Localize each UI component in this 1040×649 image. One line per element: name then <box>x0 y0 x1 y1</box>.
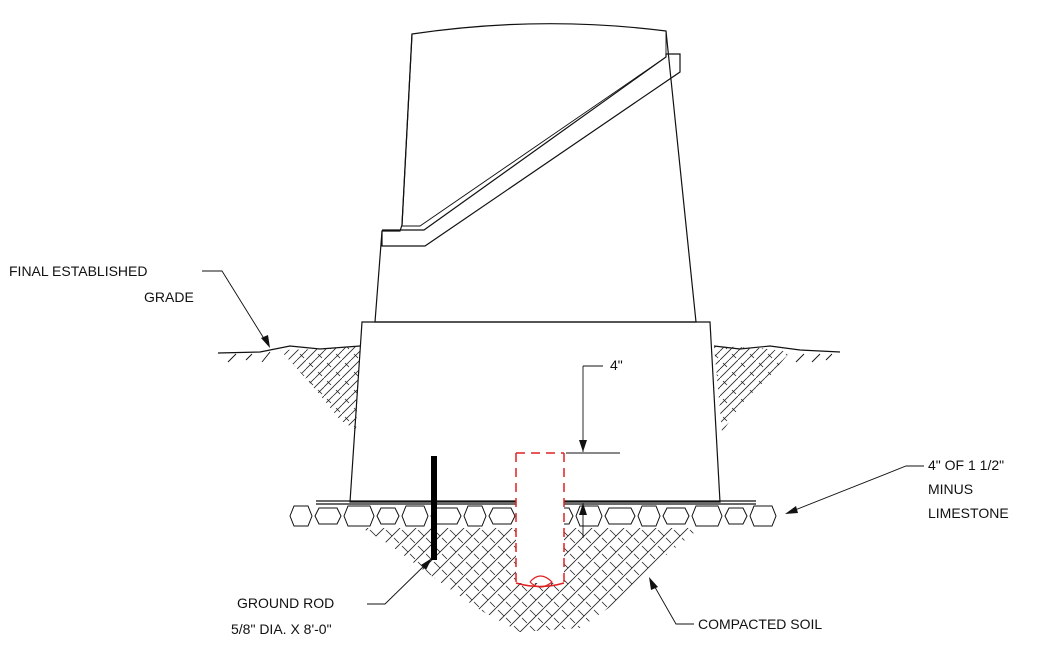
compacted-soil-label: COMPACTED SOIL <box>698 616 822 632</box>
ground-rod-label-line2: 5/8" DIA. X 8'-0" <box>231 621 332 637</box>
dimension-arrow-up <box>579 503 587 515</box>
concrete-base <box>349 321 721 503</box>
limestone-stone <box>376 507 400 525</box>
ground-rod-arrow <box>421 558 432 570</box>
limestone-stone <box>463 505 487 527</box>
limestone-label-line3: LIMESTONE <box>928 505 1009 521</box>
callout-compacted-soil: COMPACTED SOIL <box>649 577 822 632</box>
limestone-stone <box>637 505 661 527</box>
final-grade-label-line1: FINAL ESTABLISHED <box>9 263 147 279</box>
limestone-stone <box>575 505 603 527</box>
grade-right <box>713 345 841 432</box>
limestone-stone <box>604 507 636 525</box>
callout-limestone: 4" OF 1 1/2" MINUS LIMESTONE <box>785 457 1009 521</box>
limestone-stone <box>488 507 516 525</box>
conduit <box>515 452 565 588</box>
compacted-soil-leader <box>651 581 694 625</box>
compacted-soil-arrow <box>649 577 658 590</box>
limestone-stone <box>401 505 429 527</box>
callout-ground-rod: GROUND ROD 5/8" DIA. X 8'-0" <box>231 558 432 637</box>
final-grade-arrow <box>261 335 270 348</box>
limestone-stone <box>662 507 690 525</box>
grade-ticks-left <box>227 351 271 363</box>
dimension-4in: 4" <box>566 357 623 538</box>
cabinet-diagonal-ledge <box>381 53 681 247</box>
ground-rod <box>431 456 437 560</box>
soil-hatch-right <box>714 346 790 432</box>
base-outline <box>349 321 721 503</box>
final-grade-label-line2: GRADE <box>144 289 194 305</box>
limestone-stone <box>691 505 723 527</box>
limestone-stone <box>343 505 375 527</box>
dimension-arrow-down <box>579 440 587 452</box>
limestone-label-line2: MINUS <box>928 481 973 497</box>
conduit-dashed-outline <box>515 452 565 583</box>
grade-ticks-right <box>795 353 833 363</box>
limestone-leader <box>789 465 924 513</box>
grade-left <box>217 345 361 430</box>
cabinet-left-edge <box>401 33 413 226</box>
limestone-stone <box>314 507 342 525</box>
callout-final-grade: FINAL ESTABLISHED GRADE <box>9 263 270 348</box>
conduit-cut-symbol <box>529 575 553 588</box>
ground-rod-label-line1: GROUND ROD <box>237 595 334 611</box>
ledge-inner-line <box>402 56 667 227</box>
limestone-arrow <box>785 506 798 514</box>
cabinet-upper-body <box>374 23 697 323</box>
limestone-stone <box>724 507 748 525</box>
limestone-stone <box>749 505 777 527</box>
final-grade-leader <box>202 270 269 346</box>
cabinet-outline <box>374 23 697 323</box>
ground-rod-leader <box>367 561 429 605</box>
dimension-label: 4" <box>610 357 623 373</box>
limestone-label-line1: 4" OF 1 1/2" <box>928 457 1004 473</box>
limestone-stone <box>289 505 313 527</box>
soil-hatch-left <box>280 346 360 430</box>
